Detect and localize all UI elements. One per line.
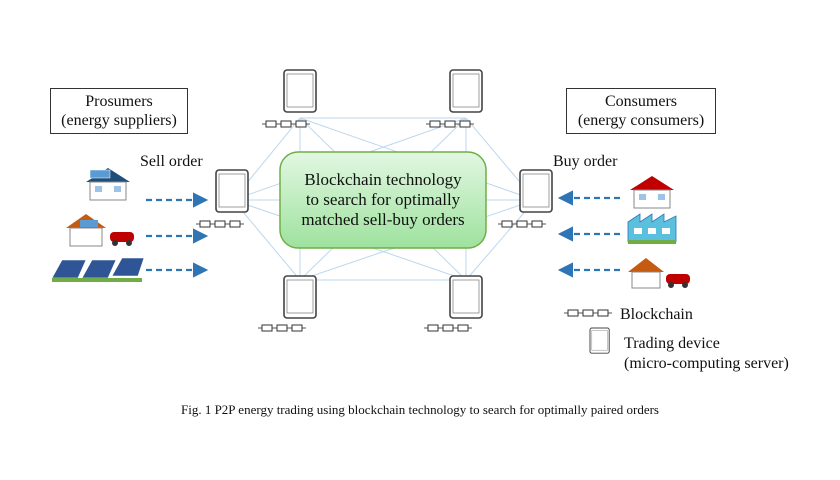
device-bottom-left — [283, 275, 317, 319]
chain-left — [195, 220, 245, 228]
house-solar-icon — [86, 168, 130, 201]
device-top-right — [449, 69, 483, 113]
buy-arrows — [557, 190, 620, 278]
buy-order-label: Buy order — [553, 153, 618, 170]
solar-farm-icon — [51, 257, 145, 282]
factory-icon — [627, 213, 677, 244]
sell-order-label: Sell order — [140, 153, 203, 170]
chain-bottom-right — [423, 324, 473, 332]
house-consumer-icon — [630, 176, 674, 209]
figure-caption: Fig. 1 P2P energy trading using blockcha… — [180, 402, 659, 417]
house-ev-consumer-icon — [628, 258, 690, 289]
chain-right — [497, 220, 547, 228]
legend-device-icon — [589, 327, 610, 354]
legend-device-label: Trading device (micro-computing server) — [624, 335, 789, 372]
device-top-left — [283, 69, 317, 113]
chain-top-right — [425, 120, 475, 128]
consumers-label: Consumers (energy consumers) — [566, 88, 716, 134]
chain-top-left — [261, 120, 311, 128]
house-ev-icon — [66, 214, 134, 247]
legend-blockchain-icon — [563, 309, 613, 317]
device-left — [215, 169, 249, 213]
device-bottom-right — [449, 275, 483, 319]
chain-bottom-left — [257, 324, 307, 332]
center-blockchain-box — [279, 151, 487, 249]
device-right — [519, 169, 553, 213]
legend-blockchain-label: Blockchain — [620, 306, 693, 323]
center-text: Blockchain technology to search for opti… — [301, 170, 465, 229]
prosumers-label: Prosumers (energy suppliers) — [50, 88, 188, 134]
sell-arrows — [146, 192, 209, 278]
